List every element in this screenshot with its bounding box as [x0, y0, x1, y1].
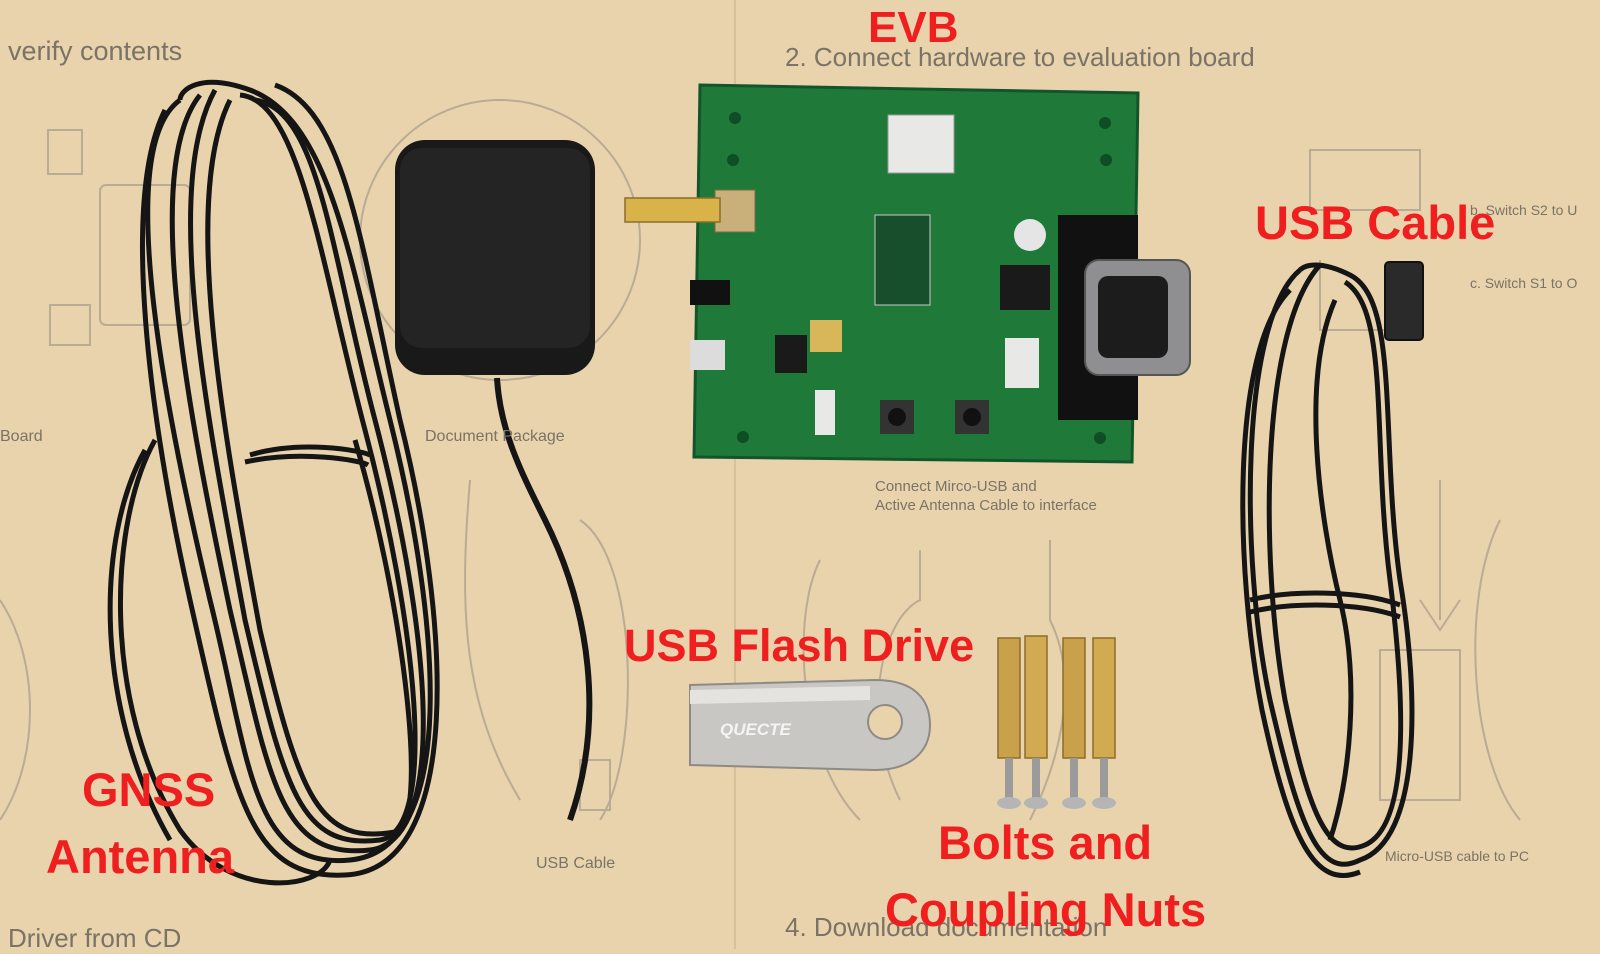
label-gnss-line2: Antenna — [46, 830, 234, 883]
print-micro-usb-pc: Micro-USB cable to PC — [1385, 848, 1529, 864]
gnss-coiled-cable — [107, 79, 440, 886]
label-gnss-line1: GNSS — [82, 763, 216, 816]
print-switch-s2: b. Switch S2 to U — [1470, 202, 1578, 218]
coupling-nuts-and-bolts — [997, 635, 1116, 809]
evb-board — [624, 83, 1191, 464]
flash-drive-brand: QUECTE — [720, 720, 791, 739]
print-verify-contents: verify contents — [8, 36, 183, 66]
label-bolts-line2: Coupling Nuts — [885, 883, 1207, 936]
print-board: Board — [0, 428, 43, 445]
label-usb-flash-drive: USB Flash Drive — [624, 620, 975, 671]
label-bolts-line1: Bolts and — [938, 816, 1153, 869]
usb-cable-coil — [1240, 261, 1424, 879]
print-connect-line2: Active Antenna Cable to interface — [875, 497, 1097, 514]
print-switch-s1: c. Switch S1 to O — [1470, 275, 1578, 291]
print-document-package: Document Package — [425, 428, 565, 445]
label-usb-cable: USB Cable — [1255, 196, 1496, 249]
label-evb: EVB — [868, 3, 959, 52]
print-usb-cable: USB Cable — [536, 855, 616, 872]
usb-flash-drive — [689, 678, 932, 772]
print-driver-cd: Driver from CD — [8, 923, 182, 953]
print-step4: 4. Download documentation — [785, 912, 1108, 942]
gnss-antenna-puck — [395, 140, 595, 821]
print-connect-line1: Connect Mirco-USB and — [875, 478, 1037, 495]
print-step2: 2. Connect hardware to evaluation board — [785, 42, 1255, 72]
